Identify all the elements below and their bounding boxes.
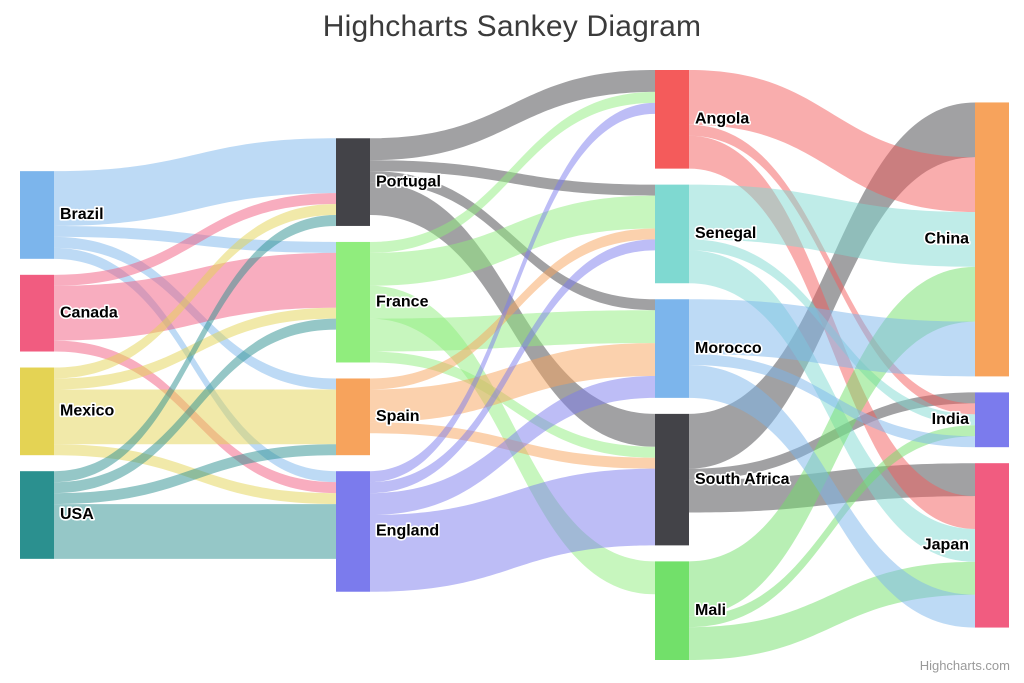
credits-label: Highcharts.com: [919, 658, 1010, 673]
sankey-node-label: Morocco: [695, 340, 762, 357]
sankey-link[interactable]: [54, 204, 336, 379]
sankey-link[interactable]: [54, 504, 336, 559]
sankey-link[interactable]: [370, 239, 655, 494]
sankey-node[interactable]: [655, 184, 689, 284]
sankey-link[interactable]: [370, 102, 655, 483]
sankey-node-label: USA: [60, 506, 94, 523]
sankey-link[interactable]: [54, 247, 336, 483]
sankey-node-label: South Africa: [695, 471, 790, 488]
sankey-link[interactable]: [689, 102, 975, 469]
sankey-node[interactable]: [655, 561, 689, 660]
sankey-link[interactable]: [689, 184, 975, 267]
sankey-node-label: Mexico: [60, 403, 114, 420]
sankey-node[interactable]: [655, 299, 689, 398]
sankey-link[interactable]: [54, 138, 336, 226]
sankey-node-label: India: [932, 411, 969, 428]
sankey-node-label: France: [376, 293, 429, 310]
sankey-link[interactable]: [689, 425, 975, 628]
sankey-node[interactable]: [336, 138, 370, 226]
sankey-node[interactable]: [20, 367, 54, 456]
sankey-link[interactable]: [689, 299, 975, 377]
sankey-links-group: [54, 70, 975, 660]
sankey-node-label: Brazil: [60, 206, 104, 223]
sankey-node[interactable]: [336, 241, 370, 363]
page-title: Highcharts Sankey Diagram: [322, 10, 702, 43]
sankey-link[interactable]: [370, 375, 655, 516]
sankey-node[interactable]: [20, 171, 54, 259]
sankey-node-label: China: [925, 231, 970, 248]
sankey-link[interactable]: [370, 351, 655, 458]
sankey-node-label: Canada: [60, 304, 118, 321]
sankey-node-label: England: [376, 523, 439, 540]
sankey-link[interactable]: [370, 91, 655, 253]
sankey-link[interactable]: [54, 214, 336, 483]
sankey-link[interactable]: [689, 266, 975, 617]
sankey-link[interactable]: [370, 228, 655, 390]
sankey-link[interactable]: [370, 468, 655, 592]
sankey-node[interactable]: [655, 70, 689, 169]
sankey-node-label: Japan: [923, 537, 969, 554]
sankey-link[interactable]: [54, 318, 336, 494]
sankey-link[interactable]: [689, 124, 975, 415]
sankey-link[interactable]: [689, 70, 975, 213]
sankey-node-label: Portugal: [376, 173, 441, 190]
sankey-node-label: Mali: [695, 602, 726, 619]
sankey-node[interactable]: [20, 274, 54, 352]
sankey-node[interactable]: [20, 471, 54, 559]
sankey-nodes-group: [20, 70, 1009, 660]
sankey-link[interactable]: [370, 310, 655, 352]
sankey-link[interactable]: [54, 193, 336, 286]
sankey-node-label: Senegal: [695, 225, 756, 242]
sankey-node[interactable]: [975, 463, 1009, 628]
sankey-link[interactable]: [370, 70, 655, 161]
sankey-node[interactable]: [336, 471, 370, 592]
sankey-node[interactable]: [336, 378, 370, 456]
sankey-link[interactable]: [54, 444, 336, 505]
sankey-link[interactable]: [689, 354, 975, 448]
sankey-node-label: Spain: [376, 408, 420, 425]
sankey-link[interactable]: [370, 195, 655, 286]
sankey-node[interactable]: [975, 392, 1009, 448]
sankey-node[interactable]: [655, 413, 689, 546]
sankey-link[interactable]: [689, 365, 975, 628]
sankey-link[interactable]: [54, 389, 336, 445]
sankey-node[interactable]: [975, 102, 1009, 377]
sankey-node-label: Angola: [695, 111, 749, 128]
sankey-link[interactable]: [370, 343, 655, 423]
